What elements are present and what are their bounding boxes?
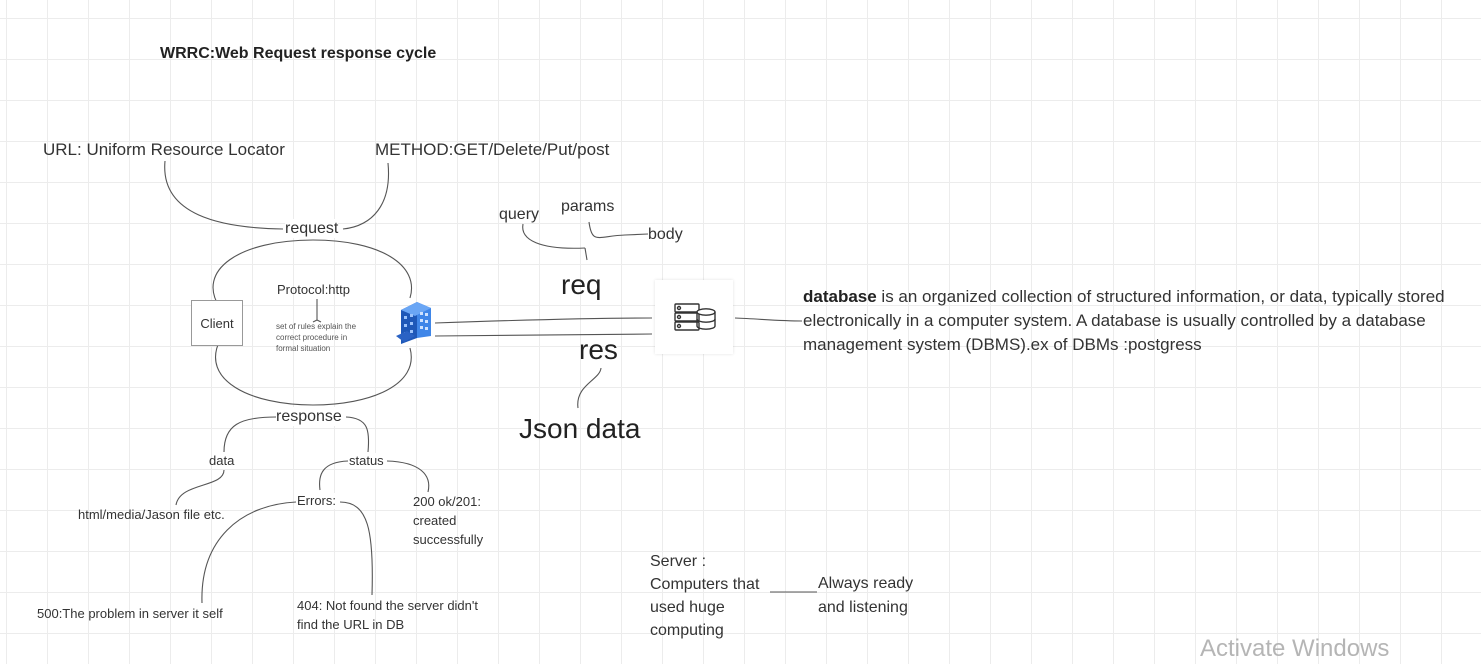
url-label: URL: Uniform Resource Locator (43, 140, 285, 159)
database-definition: is an organized collection of structured… (803, 287, 1445, 354)
database-description: database is an organized collection of s… (803, 285, 1481, 357)
status-label: status (349, 453, 384, 469)
building-icon (393, 298, 435, 346)
error-404: 404: Not found the server didn't find th… (297, 598, 478, 632)
data-description: html/media/Jason file etc. (78, 507, 225, 522)
body-label: body (648, 226, 683, 243)
method-label: METHOD:GET/Delete/Put/post (375, 140, 610, 159)
server-description: Server : Computers that used huge comput… (650, 553, 760, 639)
req-label: req (561, 269, 602, 300)
protocol-label: Protocol:http (277, 282, 350, 297)
client-box: Client (191, 300, 243, 346)
query-label: query (499, 206, 540, 223)
server-state: Always ready and listening (818, 575, 914, 616)
json-data-label: Json data (519, 413, 641, 444)
diagram-title: WRRC:Web Request response cycle (160, 45, 437, 62)
errors-label: Errors: (297, 493, 336, 509)
response-label: response (276, 407, 342, 427)
success-status: 200 ok/201: created successfully (413, 494, 484, 547)
params-label: params (561, 198, 615, 215)
client-label: Client (200, 315, 234, 331)
request-label: request (285, 219, 339, 239)
activate-windows-watermark: Activate Windows (1200, 635, 1390, 662)
protocol-description: set of rules explain the correct procedu… (276, 322, 357, 353)
database-term: database (803, 287, 877, 306)
database-server-icon (655, 280, 733, 354)
error-500: 500:The problem in server it self (37, 606, 223, 621)
res-label: res (579, 334, 618, 365)
data-label: data (209, 453, 235, 468)
